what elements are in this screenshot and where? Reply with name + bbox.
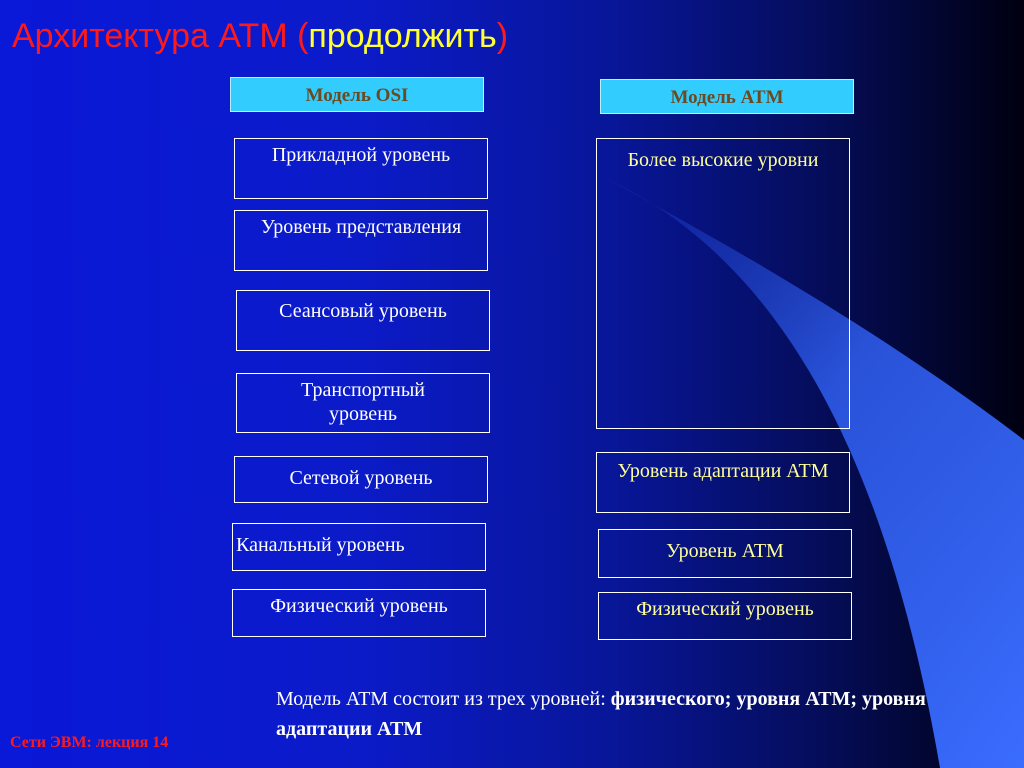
osi-layer-transport: Транспортный уровень	[236, 373, 490, 433]
summary-note-bold: физического; уровня ATM; уровня адаптаци…	[276, 688, 926, 740]
footer-lecture: Сети ЭВМ: лекция 14	[10, 734, 169, 751]
atm-model-header: Модель ATM	[600, 79, 854, 114]
osi-layer-network: Сетевой уровень	[234, 456, 488, 503]
osi-model-header: Модель OSI	[230, 77, 484, 112]
osi-layer-presentation: Уровень представления	[234, 210, 488, 271]
osi-layer-physical: Физический уровень	[232, 589, 486, 637]
atm-layer-higher: Более высокие уровни	[596, 138, 850, 429]
osi-layer-datalink: Канальный уровень	[232, 523, 486, 571]
slide-title: Архитектура ATM (продолжить)	[12, 17, 509, 55]
atm-layer-adaptation: Уровень адаптации ATM	[596, 452, 850, 513]
osi-layer-session: Сеансовый уровень	[236, 290, 490, 351]
osi-layer-application: Прикладной уровень	[234, 138, 488, 199]
atm-layer-atm: Уровень ATM	[598, 529, 852, 578]
summary-note: Модель ATM состоит из трех уровней: физи…	[276, 684, 976, 744]
summary-note-prefix: Модель ATM состоит из трех уровней:	[276, 688, 611, 710]
atm-layer-physical: Физический уровень	[598, 592, 852, 640]
